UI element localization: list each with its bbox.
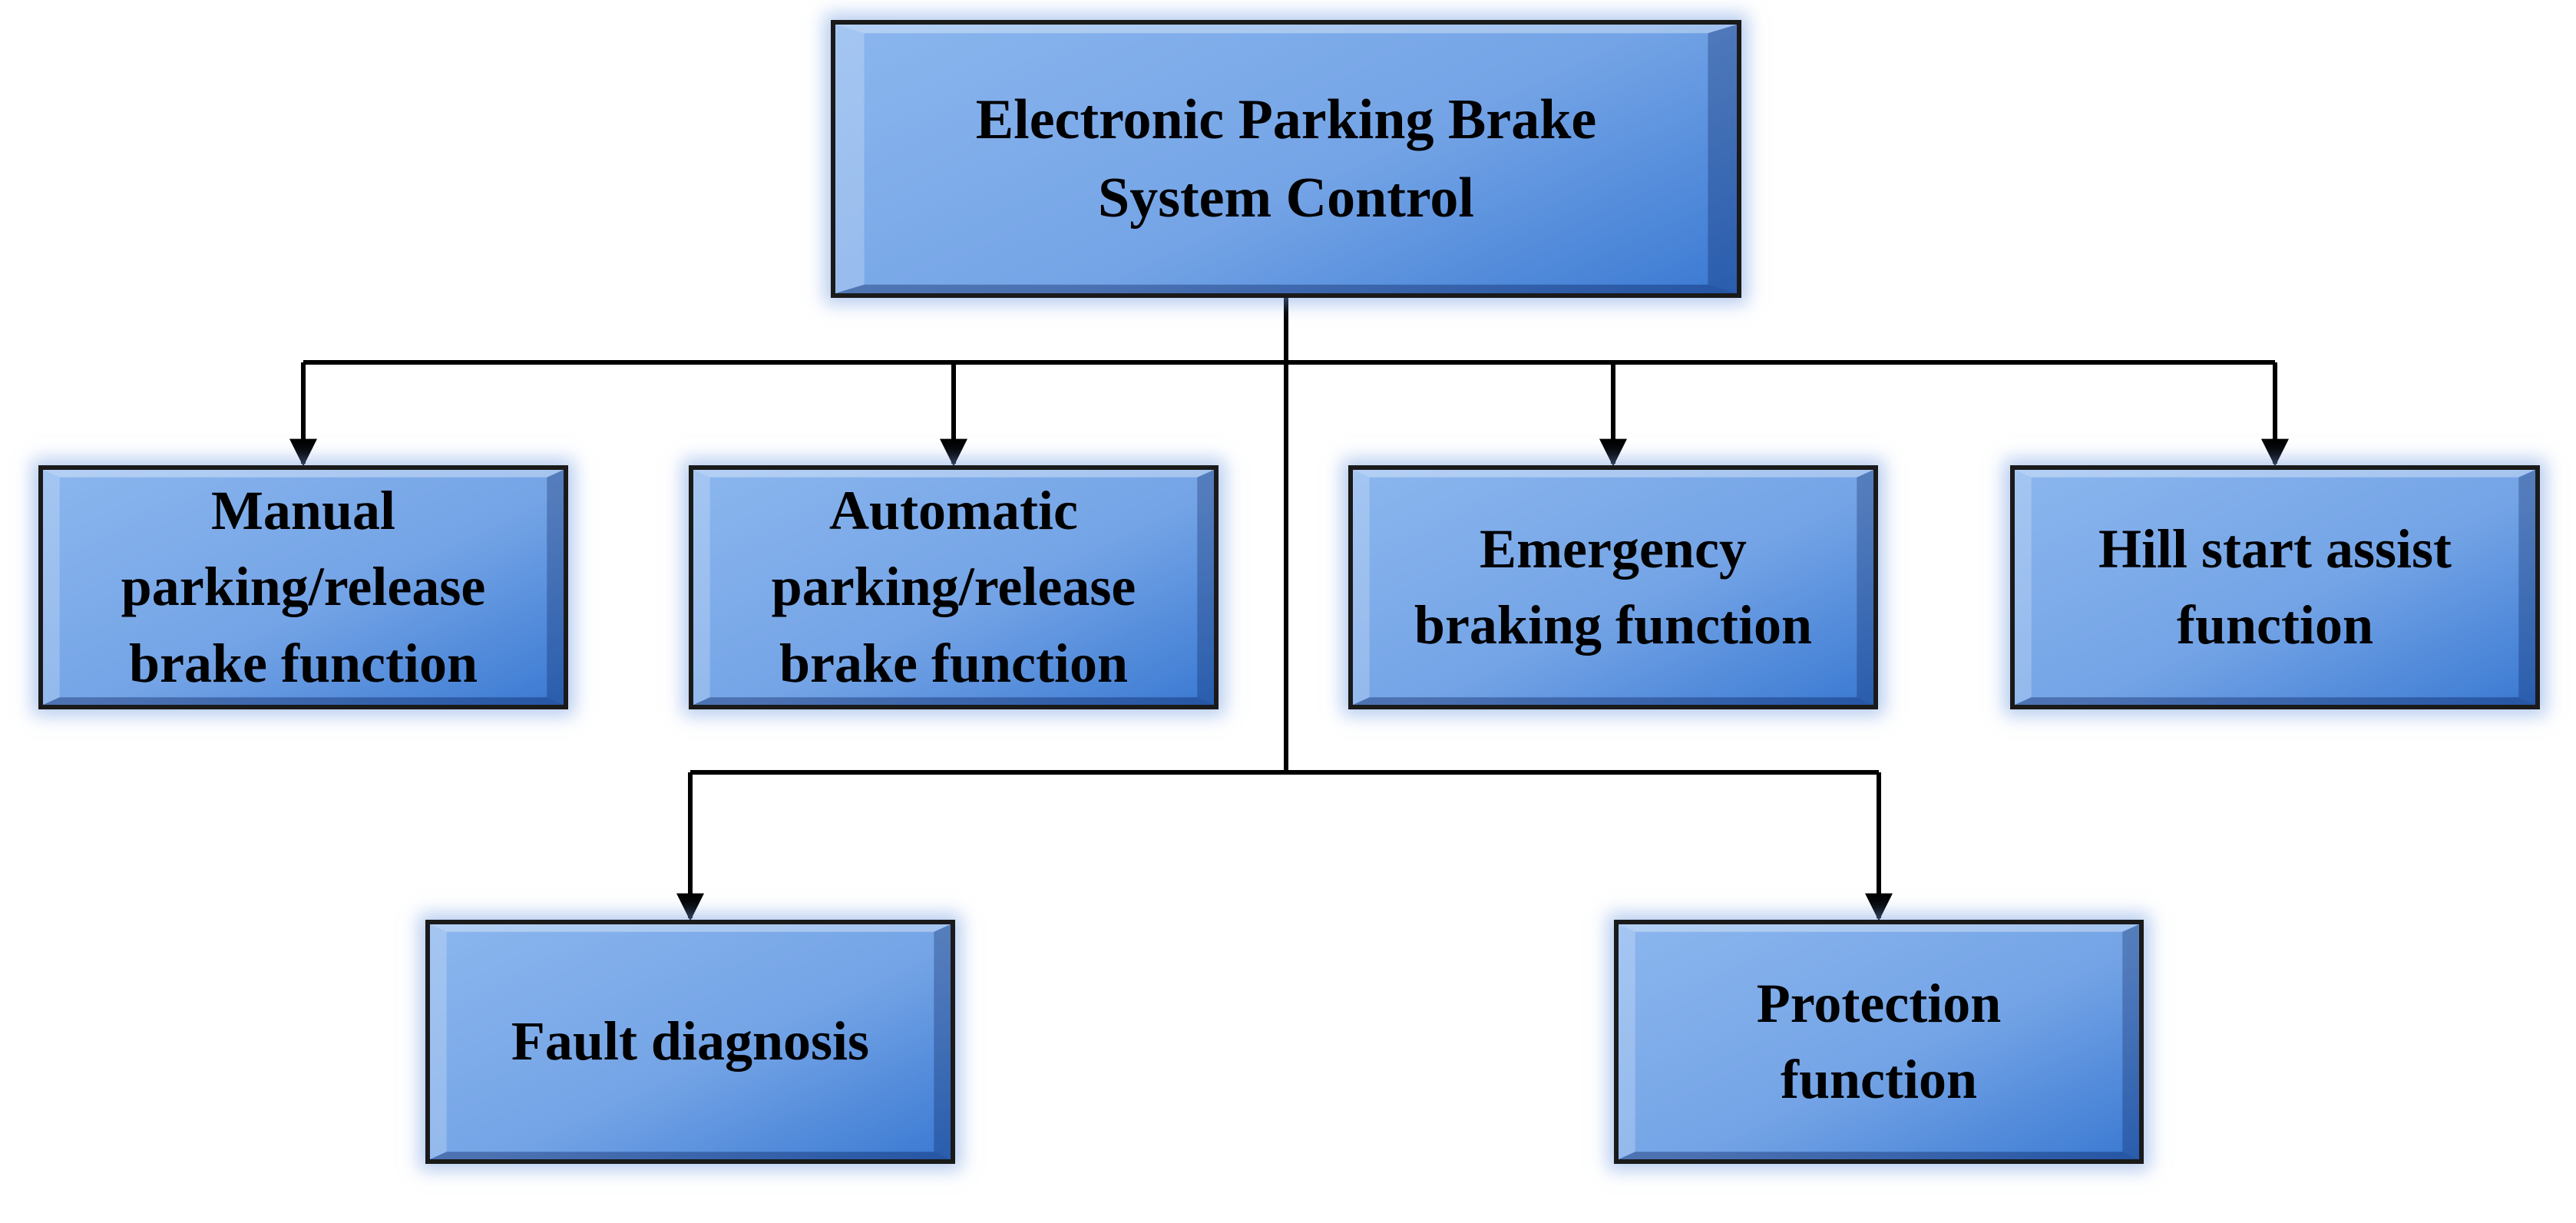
bevel-right bbox=[934, 924, 951, 1159]
bevel-top bbox=[430, 924, 951, 932]
root-node-label: Electronic Parking Brake System Control bbox=[975, 88, 1597, 230]
node-box-fault-diagnosis: Fault diagnosis bbox=[425, 920, 955, 1164]
bevel-left bbox=[2015, 470, 2032, 705]
root-node-box: Electronic Parking Brake System Control bbox=[831, 20, 1741, 298]
node-label-emergency-braking: Emergency braking function bbox=[1414, 517, 1813, 656]
node-label-fault-diagnosis: Fault diagnosis bbox=[511, 1010, 870, 1073]
node-box-hill-start-assist: Hill start assist function bbox=[2010, 465, 2540, 709]
bevel-bottom bbox=[835, 284, 1737, 293]
bevel-bottom bbox=[2015, 697, 2535, 705]
node-box-automatic-parking-release: Automatic parking/release brake function bbox=[689, 465, 1219, 709]
bevel-right bbox=[2122, 924, 2139, 1159]
bevel-top bbox=[1353, 470, 1873, 478]
bevel-top bbox=[2015, 470, 2535, 478]
bevel-bottom bbox=[430, 1152, 951, 1159]
bevel-right bbox=[1708, 25, 1737, 293]
node-box-emergency-braking: Emergency braking function bbox=[1348, 465, 1878, 709]
bevel-top bbox=[1619, 924, 2139, 932]
node-label-manual-parking-release: Manual parking/release brake function bbox=[121, 479, 486, 694]
bevel-bottom bbox=[1353, 697, 1873, 705]
node-label-hill-start-assist: Hill start assist function bbox=[2098, 517, 2452, 656]
node-label-protection: Protection function bbox=[1756, 972, 2002, 1110]
bevel-left bbox=[1353, 470, 1370, 705]
bevel-left bbox=[430, 924, 447, 1159]
bevel-right bbox=[547, 470, 564, 705]
bevel-top bbox=[835, 25, 1737, 34]
bevel-left bbox=[835, 25, 865, 293]
node-label-automatic-parking-release: Automatic parking/release brake function bbox=[771, 479, 1136, 694]
bevel-bottom bbox=[1619, 1152, 2139, 1159]
bevel-left bbox=[1619, 924, 1635, 1159]
bevel-left bbox=[43, 470, 60, 705]
bevel-right bbox=[2518, 470, 2535, 705]
bevel-right bbox=[1197, 470, 1214, 705]
node-box-protection: Protection function bbox=[1614, 920, 2144, 1164]
bevel-right bbox=[1857, 470, 1873, 705]
connector-lines bbox=[289, 298, 2289, 921]
node-box-manual-parking-release: Manual parking/release brake function bbox=[38, 465, 568, 709]
bevel-left bbox=[693, 470, 710, 705]
